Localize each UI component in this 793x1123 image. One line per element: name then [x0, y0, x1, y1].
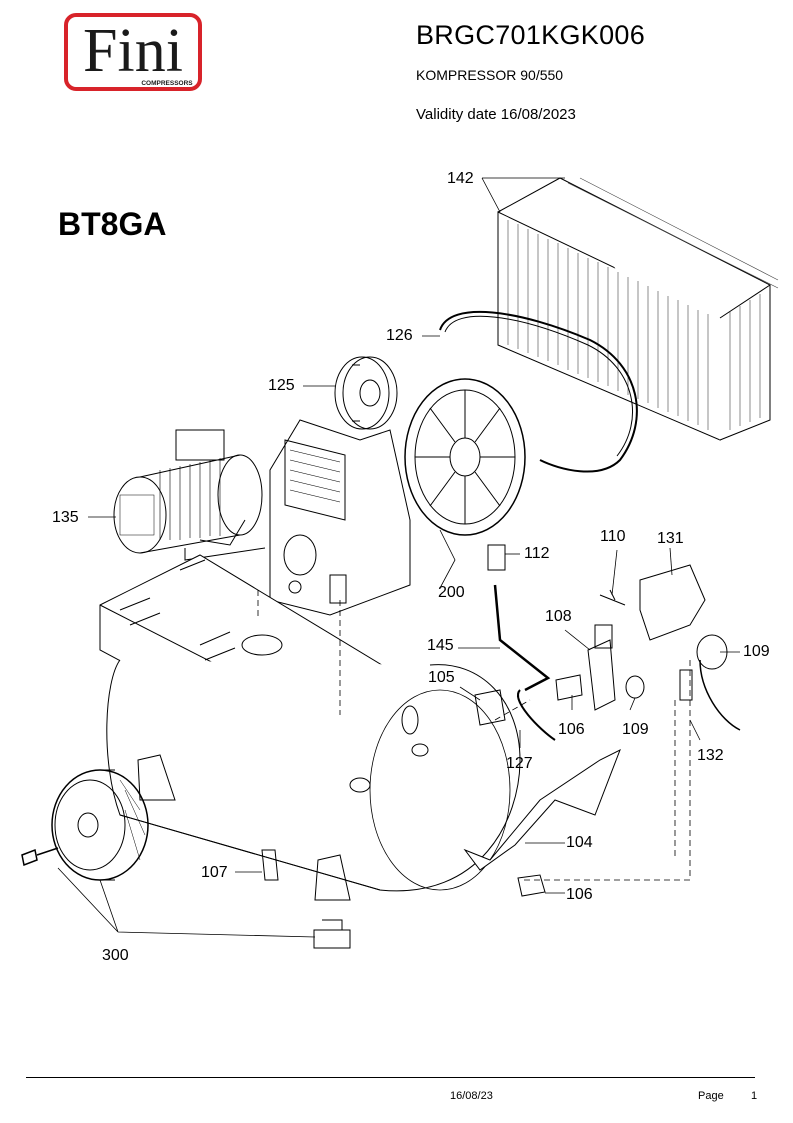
motor-pulley — [334, 356, 398, 430]
part-label: 126 — [386, 327, 413, 344]
delivery-pipe — [493, 584, 551, 692]
part-label: 107 — [201, 864, 228, 881]
footer-divider — [26, 1077, 755, 1078]
part-label: 106 — [558, 721, 585, 738]
part-label: 135 — [52, 509, 79, 526]
part-label: 145 — [427, 637, 454, 654]
fini-logo: Fini COMPRESSORS — [64, 13, 202, 91]
part-label: 106 — [566, 886, 593, 903]
part-label: 131 — [657, 530, 684, 547]
electric-motor — [113, 429, 266, 561]
validity-date: Validity date 16/08/2023 — [416, 106, 576, 123]
part-label: 104 — [566, 834, 593, 851]
part-label: 127 — [506, 755, 533, 772]
tank-handle — [463, 748, 621, 871]
part-label: 105 — [428, 669, 455, 686]
variant-title: BT8GA — [58, 206, 167, 242]
part-label: 300 — [102, 947, 129, 964]
model-name: KOMPRESSOR 90/550 — [416, 67, 564, 83]
wheel — [51, 769, 149, 881]
document-code: BRGC701KGK006 — [416, 20, 646, 50]
air-tank — [106, 659, 521, 901]
footer-page-number: 1 — [751, 1090, 758, 1102]
flywheel — [404, 378, 526, 536]
exploded-view-drawing — [21, 177, 779, 949]
wheel-bolt — [21, 847, 59, 867]
part-label: 110 — [600, 528, 626, 545]
part-label: 125 — [268, 377, 295, 394]
part-label: 132 — [697, 747, 724, 764]
belt — [439, 310, 638, 473]
footer-date: 16/08/23 — [450, 1090, 493, 1102]
part-label: 109 — [743, 643, 770, 660]
part-label: 108 — [545, 608, 572, 625]
belt-guard — [497, 177, 779, 441]
part-label: 112 — [524, 545, 550, 562]
part-label: 200 — [438, 584, 465, 601]
part-label: 109 — [622, 721, 649, 738]
part-label: 142 — [447, 170, 474, 187]
pressure-switch — [639, 564, 706, 641]
compressor-pump — [269, 419, 411, 616]
footer-page-label: Page — [698, 1090, 724, 1102]
rubber-foot — [313, 919, 351, 949]
logo-subtext: COMPRESSORS — [141, 80, 193, 87]
logo-text: Fini — [83, 17, 183, 85]
